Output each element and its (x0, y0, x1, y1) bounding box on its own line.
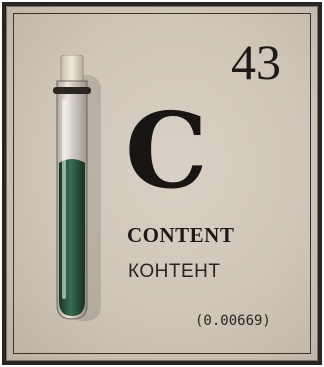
element-name: CONTENT (127, 223, 235, 247)
paper-card: 43 C CONTENT КОНТЕНТ (0.00669) (6, 6, 318, 361)
atomic-number: 43 (231, 34, 281, 90)
atomic-mass: (0.00669) (195, 313, 271, 329)
element-tile: 43 C CONTENT КОНТЕНТ (0.00669) (2, 2, 322, 365)
element-name-russian: КОНТЕНТ (128, 261, 221, 282)
test-tube-icon (53, 55, 101, 321)
element-symbol: C (125, 89, 208, 212)
